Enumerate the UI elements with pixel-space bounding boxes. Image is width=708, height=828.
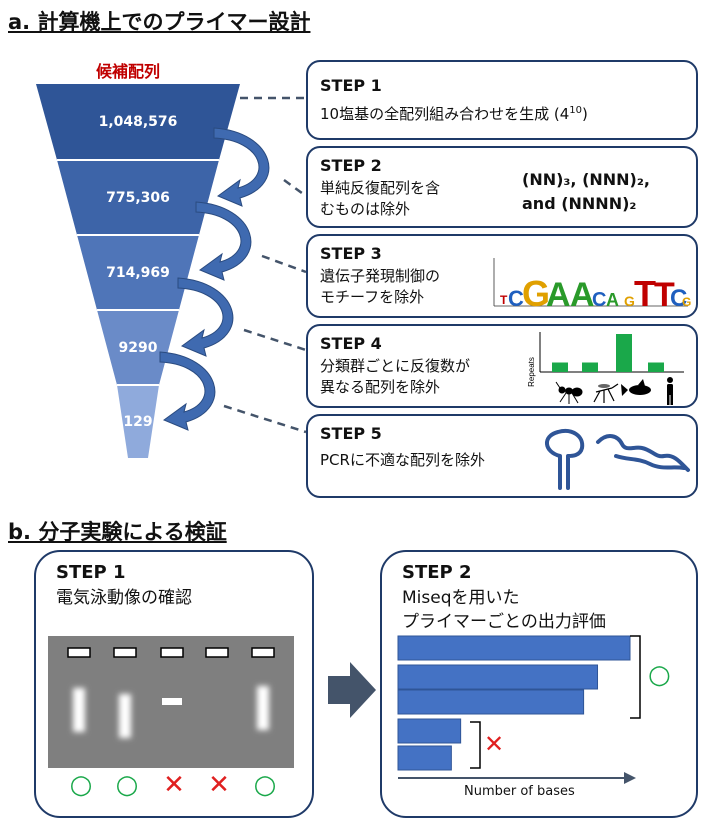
miseq-bar-chart — [397, 635, 641, 784]
count-2: 775,306 — [106, 190, 170, 206]
repeats-bar-4 — [648, 362, 664, 372]
fish-icon — [621, 379, 651, 396]
lane-result-1: ○ — [69, 770, 93, 800]
step2-desc-2: むものは除外 — [320, 200, 411, 218]
step5-title: STEP 5 — [320, 424, 382, 443]
step5-desc: PCRに不適な配列を除外 — [320, 451, 485, 469]
step4-box: STEP 4 分類群ごとに反復数が 異なる配列を除外 Repeats — [306, 324, 698, 408]
step5-box: STEP 5 PCRに不適な配列を除外 — [306, 414, 698, 498]
lane-result-5: ○ — [253, 770, 277, 800]
curved-arrow-4 — [159, 351, 216, 431]
good-mark: ○ — [648, 660, 671, 690]
gel-band-1 — [73, 688, 85, 732]
miseq-bar-1 — [397, 635, 631, 661]
curved-arrow-1 — [213, 127, 270, 207]
b-step1-title: STEP 1 — [56, 562, 126, 583]
gel-well-3 — [160, 647, 184, 658]
count-1: 1,048,576 — [98, 114, 178, 130]
gel-well-2 — [113, 647, 137, 658]
miseq-bar-5 — [397, 745, 452, 771]
bad-bracket — [470, 721, 481, 769]
svg-text:T: T — [654, 276, 675, 314]
svg-text:A: A — [606, 290, 619, 310]
gel-well-1 — [67, 647, 91, 658]
step3-desc-1: 遺伝子発現制御の — [320, 267, 441, 285]
mosquito-icon — [593, 383, 619, 403]
lane-result-3: ✕ — [163, 770, 185, 800]
curved-arrow-3 — [177, 277, 234, 357]
step4-desc-2: 異なる配列を除外 — [320, 378, 441, 396]
lane-result-2: ○ — [115, 770, 139, 800]
step2-formula-2: and (NNNN)₂ — [522, 194, 637, 213]
bad-mark: ✕ — [484, 730, 505, 758]
funnel-tier-5 — [117, 385, 159, 458]
svg-text:A: A — [570, 276, 595, 314]
funnel-tier-4 — [97, 310, 179, 385]
step3-desc-2: モチーフを除外 — [320, 288, 425, 306]
repeats-bar-1 — [552, 362, 568, 372]
repeats-chart: Repeats — [527, 332, 684, 405]
curved-arrow-2 — [195, 201, 252, 281]
sequence-logo: T C G A A C A G T T C G — [493, 258, 691, 314]
svg-text:G: G — [682, 295, 691, 309]
count-5: 129 — [123, 414, 153, 430]
funnel-tier-1 — [36, 84, 240, 160]
svg-text:C: C — [670, 285, 687, 312]
step3-title: STEP 3 — [320, 244, 382, 263]
repeats-bar-3 — [616, 334, 632, 372]
svg-text:A: A — [546, 276, 571, 314]
gel-band-3 — [162, 698, 182, 705]
gel-well-4 — [205, 647, 229, 658]
gel-well-5 — [251, 647, 275, 658]
step2-box: STEP 2 単純反復配列を含 むものは除外 (NN)₃, (NNN)₂, an… — [306, 146, 698, 228]
b-step2-title: STEP 2 — [402, 562, 472, 583]
lane-result-4: ✕ — [208, 770, 230, 800]
step1-title: STEP 1 — [320, 76, 382, 95]
funnel-label: 候補配列 — [96, 62, 161, 81]
dna-structure-icon — [545, 429, 690, 490]
ant-icon — [555, 381, 583, 404]
b-step1-desc: 電気泳動像の確認 — [56, 588, 192, 608]
funnel — [36, 84, 307, 458]
step2-title: STEP 2 — [320, 156, 382, 175]
funnel-tier-2 — [57, 160, 219, 235]
gel-image — [48, 636, 294, 768]
step1-box: STEP 1 10塩基の全配列組み合わせを生成 (410) — [306, 60, 698, 140]
count-3: 714,969 — [106, 265, 170, 281]
step2-desc-1: 単純反復配列を含 — [320, 179, 441, 197]
human-icon — [667, 377, 673, 405]
step1-desc: 10塩基の全配列組み合わせを生成 (410) — [320, 105, 588, 123]
svg-text:G: G — [624, 293, 635, 309]
svg-text:G: G — [522, 273, 550, 314]
b-step2-desc-2: プライマーごとの出力評価 — [402, 612, 606, 632]
gel-band-5 — [257, 686, 269, 730]
miseq-bar-3 — [397, 689, 585, 715]
step4-title: STEP 4 — [320, 334, 382, 353]
b-step2-desc-1: Miseqを用いた — [402, 588, 520, 608]
next-arrow — [328, 662, 376, 718]
funnel-tier-3 — [77, 235, 199, 310]
repeats-bar-2 — [582, 362, 598, 372]
repeats-ylabel: Repeats — [527, 357, 536, 387]
svg-text:C: C — [592, 289, 606, 311]
step2-formula-1: (NN)₃, (NNN)₂, — [522, 170, 650, 189]
svg-text:C: C — [508, 286, 524, 311]
count-4: 9290 — [118, 340, 158, 356]
miseq-xlabel: Number of bases — [464, 784, 575, 799]
step4-desc-1: 分類群ごとに反復数が — [320, 357, 471, 375]
section-b-heading: b. 分子実験による検証 — [8, 520, 227, 544]
svg-text:T: T — [500, 293, 508, 307]
step3-box: STEP 3 遺伝子発現制御の モチーフを除外 T C G A A C A G … — [306, 234, 698, 318]
good-bracket — [630, 635, 641, 719]
svg-text:T: T — [634, 273, 656, 314]
miseq-bar-2 — [397, 664, 599, 690]
gel-band-2 — [119, 694, 131, 738]
miseq-bar-4 — [397, 718, 462, 744]
section-a-heading: a. 計算機上でのプライマー設計 — [8, 10, 311, 34]
